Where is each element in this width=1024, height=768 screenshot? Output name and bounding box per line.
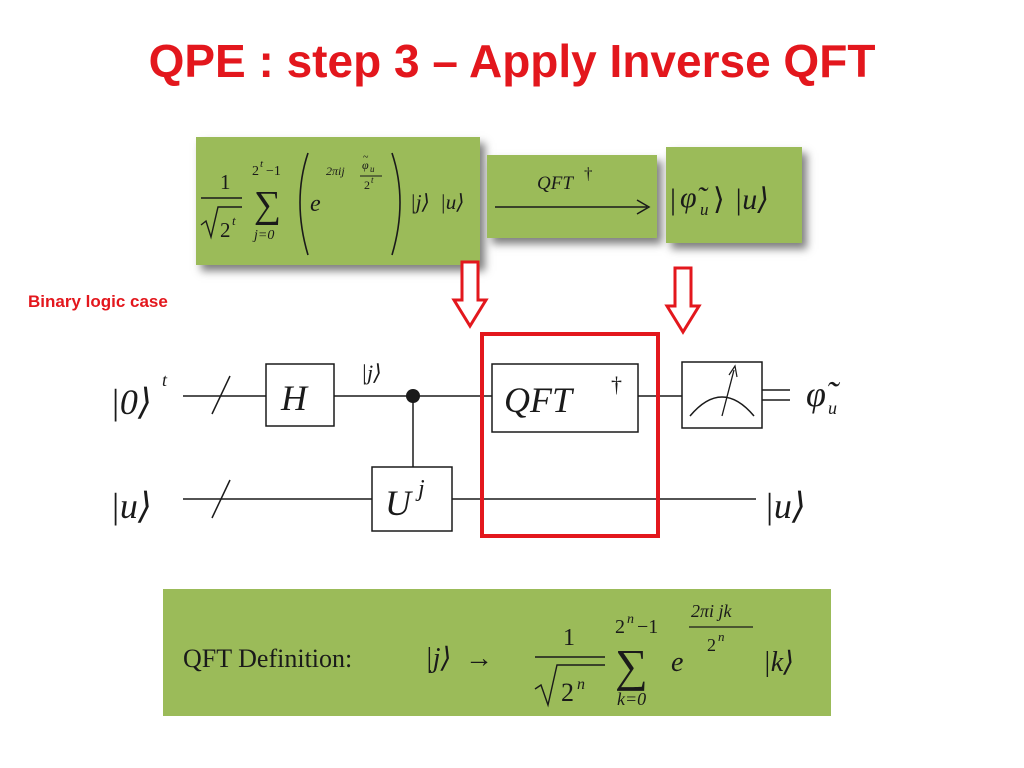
down-arrow-icon — [451, 260, 489, 329]
u-gate — [371, 466, 453, 532]
state-phi: φ — [362, 158, 369, 172]
result-box: | φ̃ u ⟩ |u⟩ — [666, 147, 802, 243]
def-sum-upper-exp: n — [627, 612, 634, 627]
state-exp-den-base: 2 — [364, 178, 370, 192]
result-phi-sub: u — [700, 200, 709, 219]
qft-arrow-dagger: † — [584, 164, 593, 183]
state-sum-upper-minus: −1 — [266, 164, 281, 179]
state-ket-j: |j⟩ — [410, 190, 430, 214]
state-sqrt-exp: t — [232, 213, 236, 228]
def-sqrt-arg: 2 — [561, 678, 574, 707]
def-sum-symbol: ∑ — [615, 640, 648, 691]
binary-logic-label: Binary logic case — [28, 292, 168, 311]
measurement-box — [681, 361, 763, 429]
state-sum-upper-base: 2 — [252, 164, 259, 179]
meter-needle-icon — [721, 369, 735, 417]
state-sum-symbol: ∑ — [254, 184, 281, 226]
def-frac-num: 1 — [563, 625, 575, 651]
top-input-label: |0⟩ — [110, 382, 152, 422]
state-right-paren-icon — [391, 152, 401, 256]
qft-definition-formula: QFT Definition: |j⟩ → 1 2 n 2 n −1 ∑ k=0… — [183, 601, 794, 709]
def-exp-base: e — [671, 647, 683, 678]
state-phi-sub: u — [370, 164, 375, 174]
def-ket-j: |j⟩ — [425, 643, 451, 674]
top-output-sub: u — [828, 398, 837, 418]
def-prefix: QFT Definition: — [183, 644, 352, 673]
state-formula-box: 1 2 t 2 t −1 ∑ j=0 e 2πij φ ~ u 2 t |j⟩ … — [196, 137, 480, 265]
bottom-output-label: |u⟩ — [764, 486, 806, 526]
right-arrow-icon — [636, 199, 651, 215]
qft-gate — [491, 363, 639, 433]
state-sqrt-arg: 2 — [220, 218, 231, 242]
def-ket-k: |k⟩ — [763, 647, 794, 678]
meter-arc-icon — [689, 396, 755, 417]
def-arrow: → — [465, 643, 493, 674]
def-sum-lower: k=0 — [617, 689, 646, 709]
h-gate — [265, 363, 335, 427]
state-phi-tilde-mark: ~ — [363, 152, 369, 163]
qft-definition-box: QFT Definition: |j⟩ → 1 2 n 2 n −1 ∑ k=0… — [163, 589, 831, 716]
state-exp-den-exp: t — [371, 175, 374, 185]
result-ket-open: | — [670, 183, 676, 216]
top-input-exp: t — [162, 370, 168, 390]
state-sum-upper-exp: t — [260, 158, 264, 170]
qft-arrow-box: QFT † — [487, 155, 657, 238]
def-exp-num: 2πi jk — [691, 601, 733, 621]
h-gate-label: H — [280, 378, 309, 418]
def-exp-den-base: 2 — [707, 635, 716, 655]
u-gate-exp: j — [415, 476, 425, 502]
result-ket-close: ⟩ — [713, 183, 725, 216]
state-left-paren-icon — [299, 152, 309, 256]
result-ket-u: |u⟩ — [734, 183, 769, 216]
result-formula: | φ̃ u ⟩ |u⟩ — [670, 181, 769, 219]
down-arrow-icon — [664, 266, 702, 335]
state-sqrt-icon — [200, 206, 242, 240]
state-exp-base: e — [310, 191, 321, 217]
bundle-slash-icon — [211, 375, 231, 415]
state-frac-num: 1 — [220, 170, 231, 194]
u-gate-base: U — [385, 483, 413, 523]
qft-arrow: QFT † — [495, 164, 651, 215]
qft-highlight-box — [480, 332, 660, 538]
bottom-input-label: |u⟩ — [110, 486, 152, 526]
def-exp-den-exp: n — [718, 629, 725, 644]
def-sqrt-icon — [534, 664, 605, 708]
state-sum-lower: j=0 — [252, 228, 274, 243]
state-formula: 1 2 t 2 t −1 ∑ j=0 e 2πij φ ~ u 2 t |j⟩ … — [200, 152, 464, 256]
def-sum-upper-minus: −1 — [637, 616, 658, 638]
bundle-slash-icon — [211, 479, 231, 519]
qft-gate-label: QFT — [504, 380, 575, 420]
def-sum-upper-base: 2 — [615, 616, 625, 638]
state-ket-u: |u⟩ — [440, 190, 464, 214]
j-label: |j⟩ — [361, 360, 382, 385]
slide-title: QPE : step 3 – Apply Inverse QFT — [148, 35, 876, 87]
state-exp-pre: 2πij — [326, 164, 345, 178]
qft-arrow-label: QFT — [537, 173, 574, 194]
def-sqrt-exp: n — [577, 676, 585, 693]
qft-gate-dagger: † — [611, 372, 622, 397]
